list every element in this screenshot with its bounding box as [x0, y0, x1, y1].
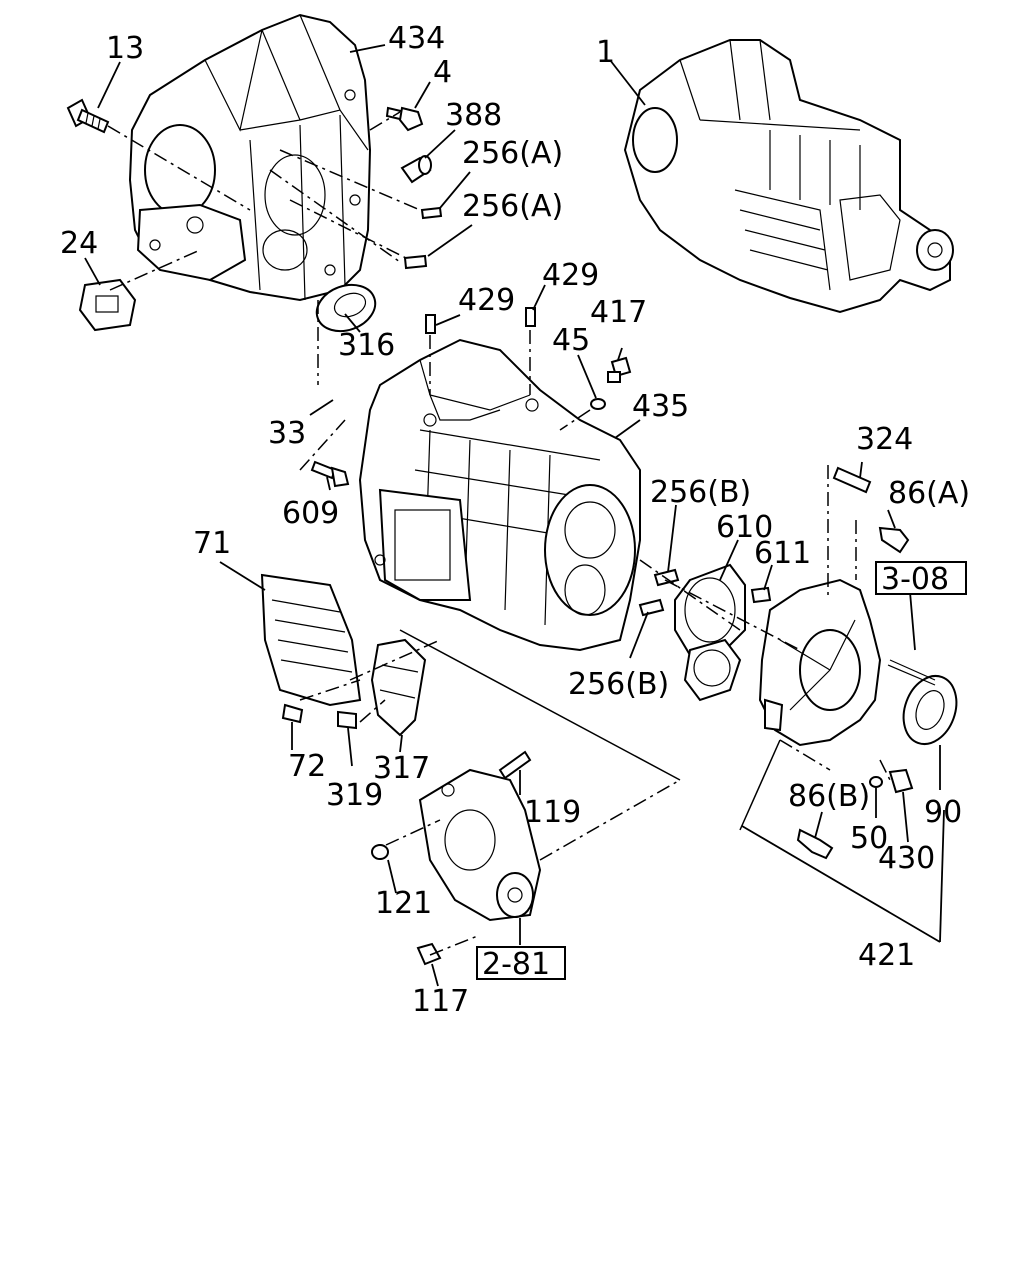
callout-256a-2: 256(A)	[462, 189, 563, 224]
callout-86b: 86(B)	[788, 779, 870, 814]
callout-119: 119	[524, 795, 581, 830]
callout-121: 121	[375, 886, 432, 921]
rear-cover-421	[758, 578, 882, 747]
callout-429-b: 429	[542, 258, 599, 293]
callout-71: 71	[193, 526, 231, 561]
callout-50: 50	[850, 821, 888, 856]
callout-90: 90	[924, 795, 962, 830]
o-ring-50	[869, 776, 883, 788]
bolt-13	[66, 98, 110, 134]
bushing-388	[400, 155, 432, 184]
alignment-lines	[107, 111, 891, 956]
seal-90	[902, 675, 958, 745]
callout-4: 4	[433, 55, 452, 90]
callout-434: 434	[388, 21, 445, 56]
callout-24: 24	[60, 226, 98, 261]
callout-609: 609	[282, 496, 339, 531]
gasket-610	[674, 563, 746, 702]
pto-unit	[418, 768, 542, 922]
callout-319: 319	[326, 778, 383, 813]
callout-417: 417	[590, 295, 647, 330]
callout-117: 117	[412, 984, 469, 1019]
ref-label-2-81: 2-81	[482, 947, 550, 982]
callout-317: 317	[373, 751, 430, 786]
callout-13: 13	[106, 31, 144, 66]
leader-lines	[84, 44, 945, 987]
oil-seal-33	[315, 283, 377, 333]
ref-box-3-08: 3-08	[875, 561, 967, 597]
bolt-609	[310, 460, 350, 488]
callout-421: 421	[858, 938, 915, 973]
transmission-case-435	[358, 338, 641, 652]
transmission-assembly-1	[623, 39, 954, 314]
ref-box-2-81: 2-81	[476, 946, 566, 982]
callout-72: 72	[288, 749, 326, 784]
bolt-611	[750, 586, 772, 604]
stud-324	[832, 466, 872, 494]
callout-256a-1: 256(A)	[462, 136, 563, 171]
bolt-4	[385, 106, 424, 132]
cover-317	[370, 638, 427, 737]
dowel-pins-429	[425, 307, 536, 334]
bolt-86b	[796, 828, 834, 860]
callout-435: 435	[632, 389, 689, 424]
callout-33: 33	[268, 416, 306, 451]
callout-1: 1	[596, 35, 615, 70]
stud-119	[498, 750, 532, 780]
callout-429-a: 429	[458, 283, 515, 318]
bolt-319	[337, 710, 357, 730]
callout-430: 430	[878, 841, 935, 876]
callout-324: 324	[856, 422, 913, 457]
callout-86a: 86(A)	[888, 476, 970, 511]
callout-256b-1: 256(B)	[650, 475, 751, 510]
plug-430	[888, 768, 914, 794]
bolt-72	[281, 703, 304, 724]
callout-45: 45	[552, 323, 590, 358]
plug-417	[607, 356, 632, 383]
sensor-24	[78, 278, 137, 332]
bolt-117	[416, 942, 442, 966]
nut-121	[371, 844, 389, 860]
callout-labels: 13 434 4 388 256(A) 256(A) 24 316 1 429 …	[60, 21, 970, 1019]
ref-label-3-08: 3-08	[881, 562, 949, 597]
callout-316: 316	[338, 328, 395, 363]
dowel-pins-256b	[638, 568, 680, 617]
dowel-pins-256a	[403, 206, 443, 270]
callout-610: 610	[716, 510, 773, 545]
bolt-86a	[878, 526, 910, 554]
callout-256b-2: 256(B)	[568, 667, 669, 702]
clutch-housing-434	[128, 13, 372, 302]
callout-611: 611	[754, 536, 811, 571]
callout-388: 388	[445, 98, 502, 133]
o-ring-45	[590, 398, 606, 410]
cover-71	[260, 573, 362, 707]
stud-430-threads	[887, 659, 936, 686]
